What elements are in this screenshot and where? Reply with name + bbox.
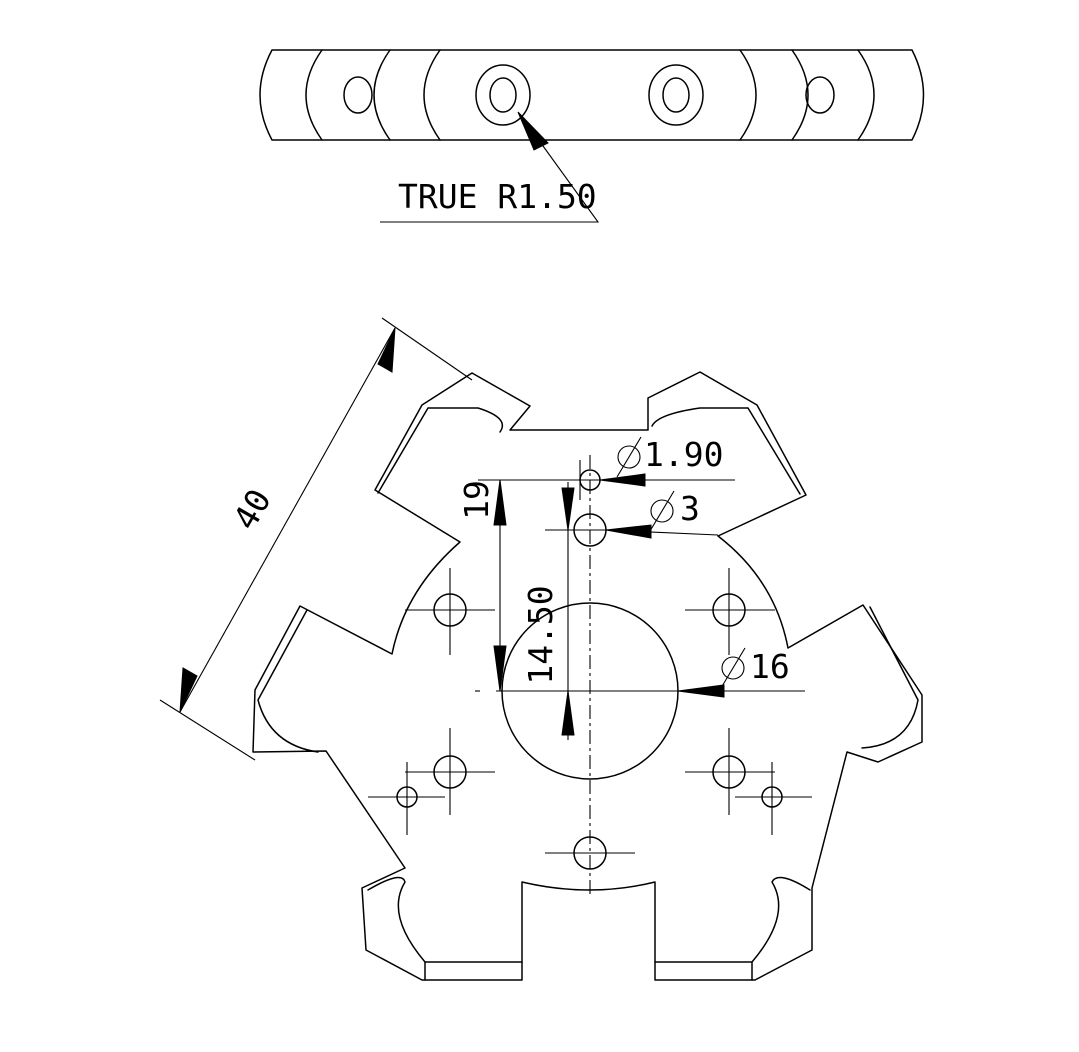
dim-dia-3: 3 <box>680 489 700 528</box>
dim40-arrow-bottom <box>179 667 198 713</box>
top-view-arc-3 <box>423 49 441 141</box>
ld16-dia-slash <box>720 647 746 689</box>
ld190-arrow <box>599 473 646 487</box>
dim-14-50: 14.50 <box>521 585 560 684</box>
callout-true-r150: TRUE R1.50 <box>398 177 597 216</box>
callout-leader <box>380 127 600 223</box>
star-outline <box>252 371 923 981</box>
top-view-counterbore-left-inner <box>489 77 517 113</box>
dim-dia-1-90: 1.90 <box>644 435 723 474</box>
dim40-ext-bottom <box>159 699 256 761</box>
front-view: 40 19 14.50 1.90 <box>159 317 923 981</box>
dim-19: 19 <box>457 480 496 520</box>
top-view-arc-5 <box>791 49 809 141</box>
tip-top-left-inner <box>377 407 504 494</box>
top-view-arc-1 <box>305 49 323 141</box>
ld3-dia-slash <box>649 490 675 532</box>
tip-bottom-right-inner <box>751 876 811 981</box>
top-view-counterbore-right-inner <box>662 77 690 113</box>
callout-arrow <box>517 111 549 151</box>
dim-40: 40 <box>225 482 279 536</box>
dim-vertical-1450: 14.50 <box>521 482 575 740</box>
top-view: TRUE R1.50 <box>259 49 925 223</box>
tip-right-inner <box>861 606 919 749</box>
dim40-line <box>179 327 396 713</box>
ld190-dia-circle <box>617 445 641 469</box>
dim40-ext-top <box>381 317 473 381</box>
top-view-arc-6 <box>857 49 875 141</box>
tip-top-right-inner <box>651 407 801 495</box>
ld16-dia-circle <box>721 656 745 680</box>
ld190-dia-slash <box>616 436 642 478</box>
dim-overall-width: 40 <box>159 317 473 761</box>
top-view-counterbore-right-outer <box>648 64 704 126</box>
top-view-arc-4 <box>739 49 757 141</box>
ld16-arrow <box>677 684 725 698</box>
tip-bottom-left-inner <box>367 876 426 981</box>
top-view-hole-right <box>805 76 835 114</box>
dim-dia-16: 16 <box>750 647 790 686</box>
dim40-arrow-top <box>377 327 396 373</box>
leader-hole-large: 3 <box>605 489 719 539</box>
dim19-arrow-bottom <box>493 645 507 692</box>
tip-left-inner <box>257 609 319 753</box>
ld3-arrow <box>605 524 652 539</box>
ld3-dia-circle <box>650 499 674 523</box>
leader-hole-small: 1.90 <box>599 435 723 487</box>
top-view-counterbore-left-outer <box>475 64 531 126</box>
leader-bore: 16 <box>677 647 790 698</box>
top-view-outline <box>259 49 925 141</box>
center-lines <box>368 455 812 895</box>
dim1450-arrow-bottom <box>561 690 575 736</box>
dim-vertical-19: 19 <box>457 479 805 692</box>
top-view-arc-2 <box>373 49 391 141</box>
top-view-hole-left <box>343 76 373 114</box>
dim19-arrow-top <box>493 479 507 526</box>
dim1450-arrow-top <box>561 487 575 531</box>
